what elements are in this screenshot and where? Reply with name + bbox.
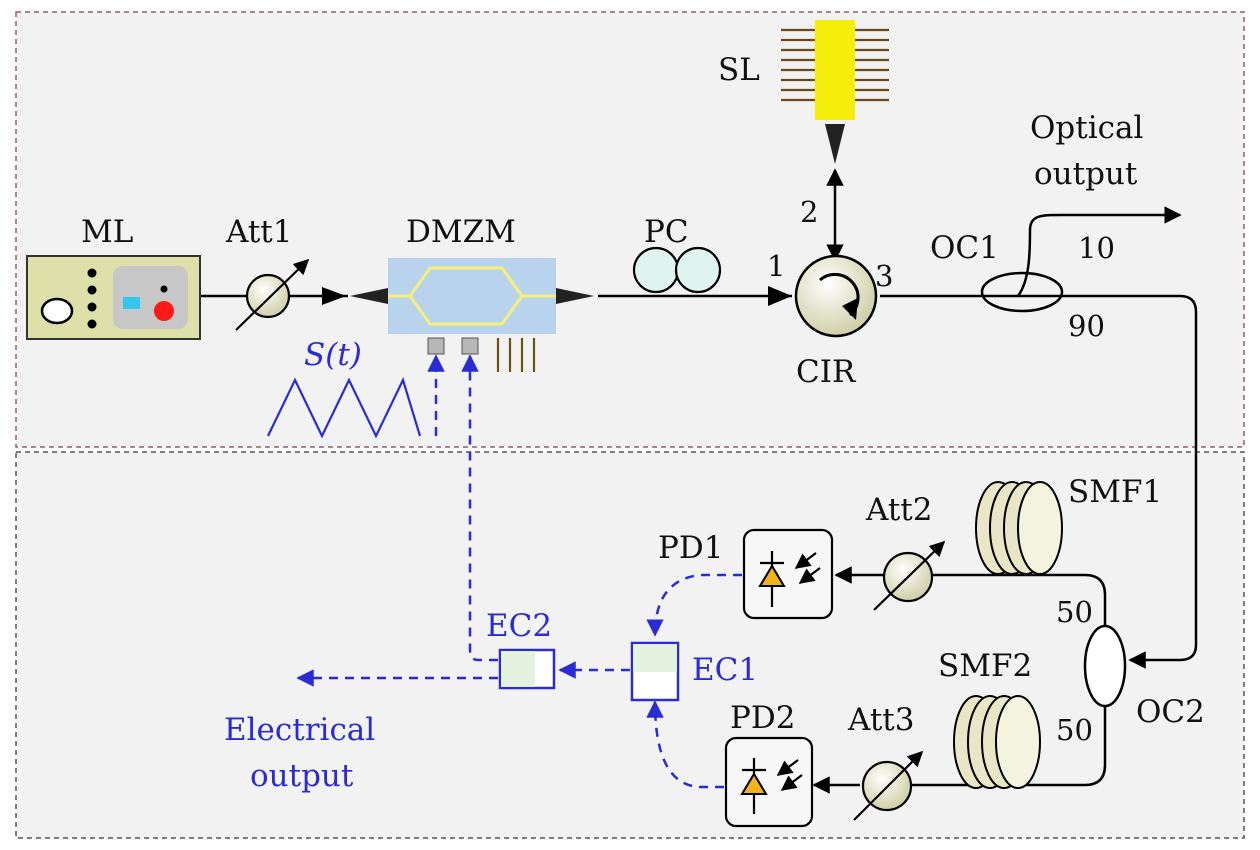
electrical-coupler-ec1 [630, 641, 680, 702]
cir-label: CIR [796, 354, 857, 390]
ec1-label: EC1 [692, 652, 758, 688]
oc2-ratio-bottom: 50 [1056, 713, 1093, 747]
attenuator-1 [235, 258, 310, 331]
pd2-diode-icon [740, 772, 768, 795]
pc-label: PC [644, 214, 689, 250]
pd1-label: PD1 [658, 530, 723, 566]
fiber-cir-oc2 [880, 294, 1198, 669]
circulator [794, 254, 878, 338]
cir-port3-label: 3 [875, 259, 893, 293]
att3-label: Att3 [847, 702, 914, 738]
master-laser [26, 255, 201, 340]
slave-laser [781, 20, 889, 164]
dmzm-modulator [350, 258, 594, 372]
pd2-label: PD2 [730, 700, 795, 736]
oc1-label: OC1 [930, 230, 999, 266]
att2-label: Att2 [865, 492, 932, 528]
fiber-oc2-upper-branch [912, 573, 1107, 628]
ec2-label: EC2 [486, 608, 552, 644]
ml-label: ML [81, 214, 133, 250]
dmzm-rf-port-2 [461, 337, 479, 355]
fiber-spool-smf2 [953, 695, 1041, 789]
coupler-oc1 [980, 271, 1064, 313]
oc2-label: OC2 [1136, 694, 1205, 730]
dmzm-label: DMZM [406, 214, 516, 250]
polarization-controller [632, 246, 722, 294]
coupler-oc2 [1083, 624, 1127, 708]
electrical-coupler-ec2 [498, 648, 556, 690]
cir-port2-label: 2 [800, 195, 818, 229]
smf1-label: SMF1 [1068, 474, 1162, 510]
attenuator-3 [853, 750, 924, 821]
dmzm-rf-port-1 [427, 337, 445, 355]
sawtooth-signal-waveform [267, 376, 422, 439]
signal-label: S(t) [304, 337, 362, 373]
ml-cyan-led-icon [123, 297, 140, 309]
pd1-diode-icon [758, 564, 786, 587]
att1-label: Att1 [225, 214, 292, 250]
optical-output-label-line1: Optical [1030, 110, 1143, 146]
fiber-oc2-lower-branch [912, 700, 1107, 787]
oc2-ratio-top: 50 [1056, 595, 1093, 629]
photodetector-pd2 [724, 736, 814, 828]
rf-pd1-ec1 [646, 573, 742, 637]
rf-ec2-dmzm-bias [461, 354, 498, 662]
sl-label: SL [718, 52, 760, 88]
electrical-output-label-line1: Electrical [224, 712, 375, 748]
ml-red-led-icon [154, 301, 174, 321]
ml-knob-icon [40, 297, 74, 325]
fiber-spool-smf1 [975, 481, 1063, 575]
oc1-ratio-90: 90 [1068, 309, 1105, 343]
cir-port1-arrow [768, 286, 792, 306]
optical-section-panel [15, 11, 1245, 448]
attenuator-2 [873, 540, 946, 611]
optical-output-label-line2: output [1034, 156, 1138, 192]
oc1-ratio-10: 10 [1078, 231, 1115, 265]
cir-port1-label: 1 [767, 249, 785, 283]
fiber-oc1-output [1016, 206, 1182, 297]
smf2-label: SMF2 [938, 648, 1032, 684]
dmzm-waveguide [388, 266, 556, 326]
photodetector-pd1 [742, 528, 834, 620]
att1-output-arrow [322, 287, 346, 305]
electrical-output-label-line2: output [250, 758, 354, 794]
